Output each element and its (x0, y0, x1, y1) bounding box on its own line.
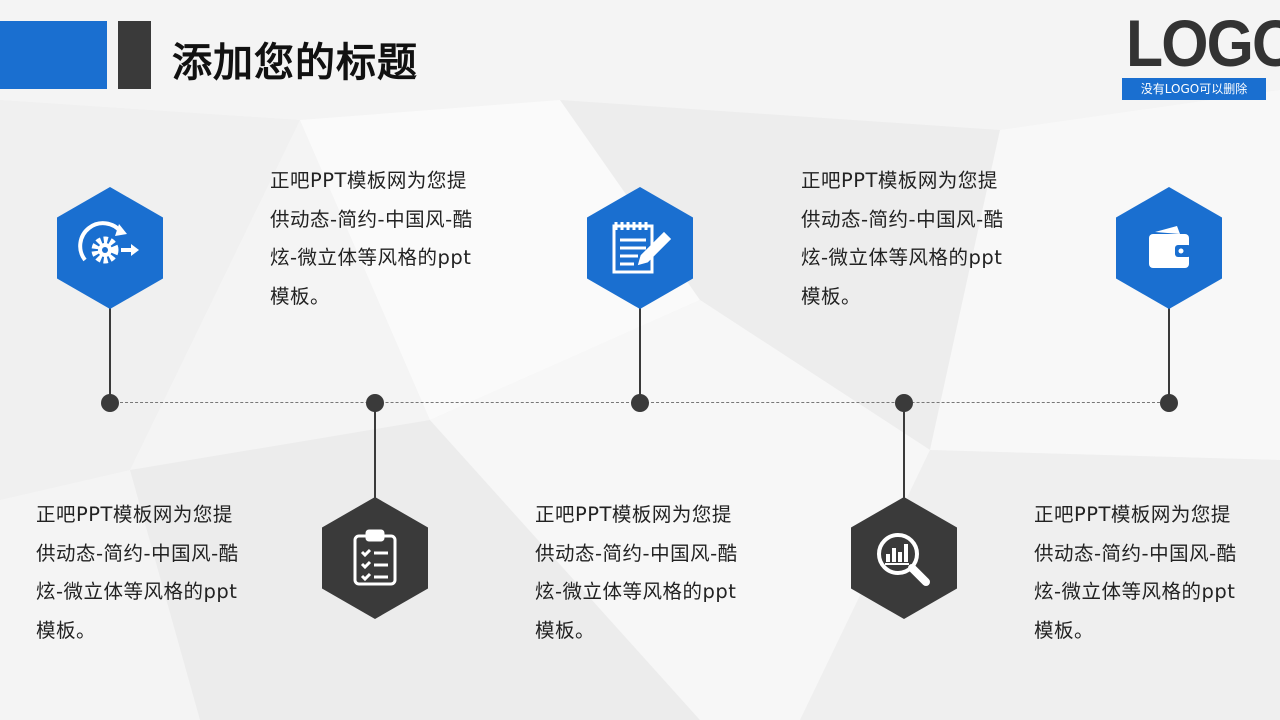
notepad-pencil-icon (612, 222, 672, 274)
step-4-description: 正吧PPT模板网为您提供动态-简约-中国风-酷炫-微立体等风格的ppt模板。 (801, 169, 1004, 308)
step-1-description: 正吧PPT模板网为您提供动态-简约-中国风-酷炫-微立体等风格的ppt模板。 (270, 169, 473, 308)
timeline-dot (631, 394, 649, 412)
connector (639, 300, 641, 400)
connector (1168, 300, 1170, 400)
step-2-description: 正吧PPT模板网为您提供动态-简约-中国风-酷炫-微立体等风格的ppt模板。 (36, 503, 239, 642)
timeline-dot (101, 394, 119, 412)
connector (109, 300, 111, 400)
page-title: 添加您的标题 (172, 40, 418, 86)
logo-subtitle: 没有LOGO可以删除 (1122, 78, 1266, 100)
step-3-description-lower: 正吧PPT模板网为您提供动态-简约-中国风-酷炫-微立体等风格的ppt模板。 (535, 503, 738, 642)
logo: LOGO (1126, 6, 1280, 80)
connector (903, 405, 905, 505)
title-accent-dark (118, 21, 151, 89)
connector (374, 405, 376, 505)
timeline-dot (895, 394, 913, 412)
clipboard-checklist-icon (353, 529, 397, 586)
step-5-description: 正吧PPT模板网为您提供动态-简约-中国风-酷炫-微立体等风格的ppt模板。 (1034, 503, 1237, 642)
timeline-dot (1160, 394, 1178, 412)
step-3-hexagon (587, 187, 693, 309)
timeline-dot (366, 394, 384, 412)
gear-refresh-icon (78, 221, 139, 264)
title-accent-blue (0, 21, 107, 89)
chart-magnifier-icon (877, 533, 930, 586)
wallet-icon (1149, 226, 1191, 268)
